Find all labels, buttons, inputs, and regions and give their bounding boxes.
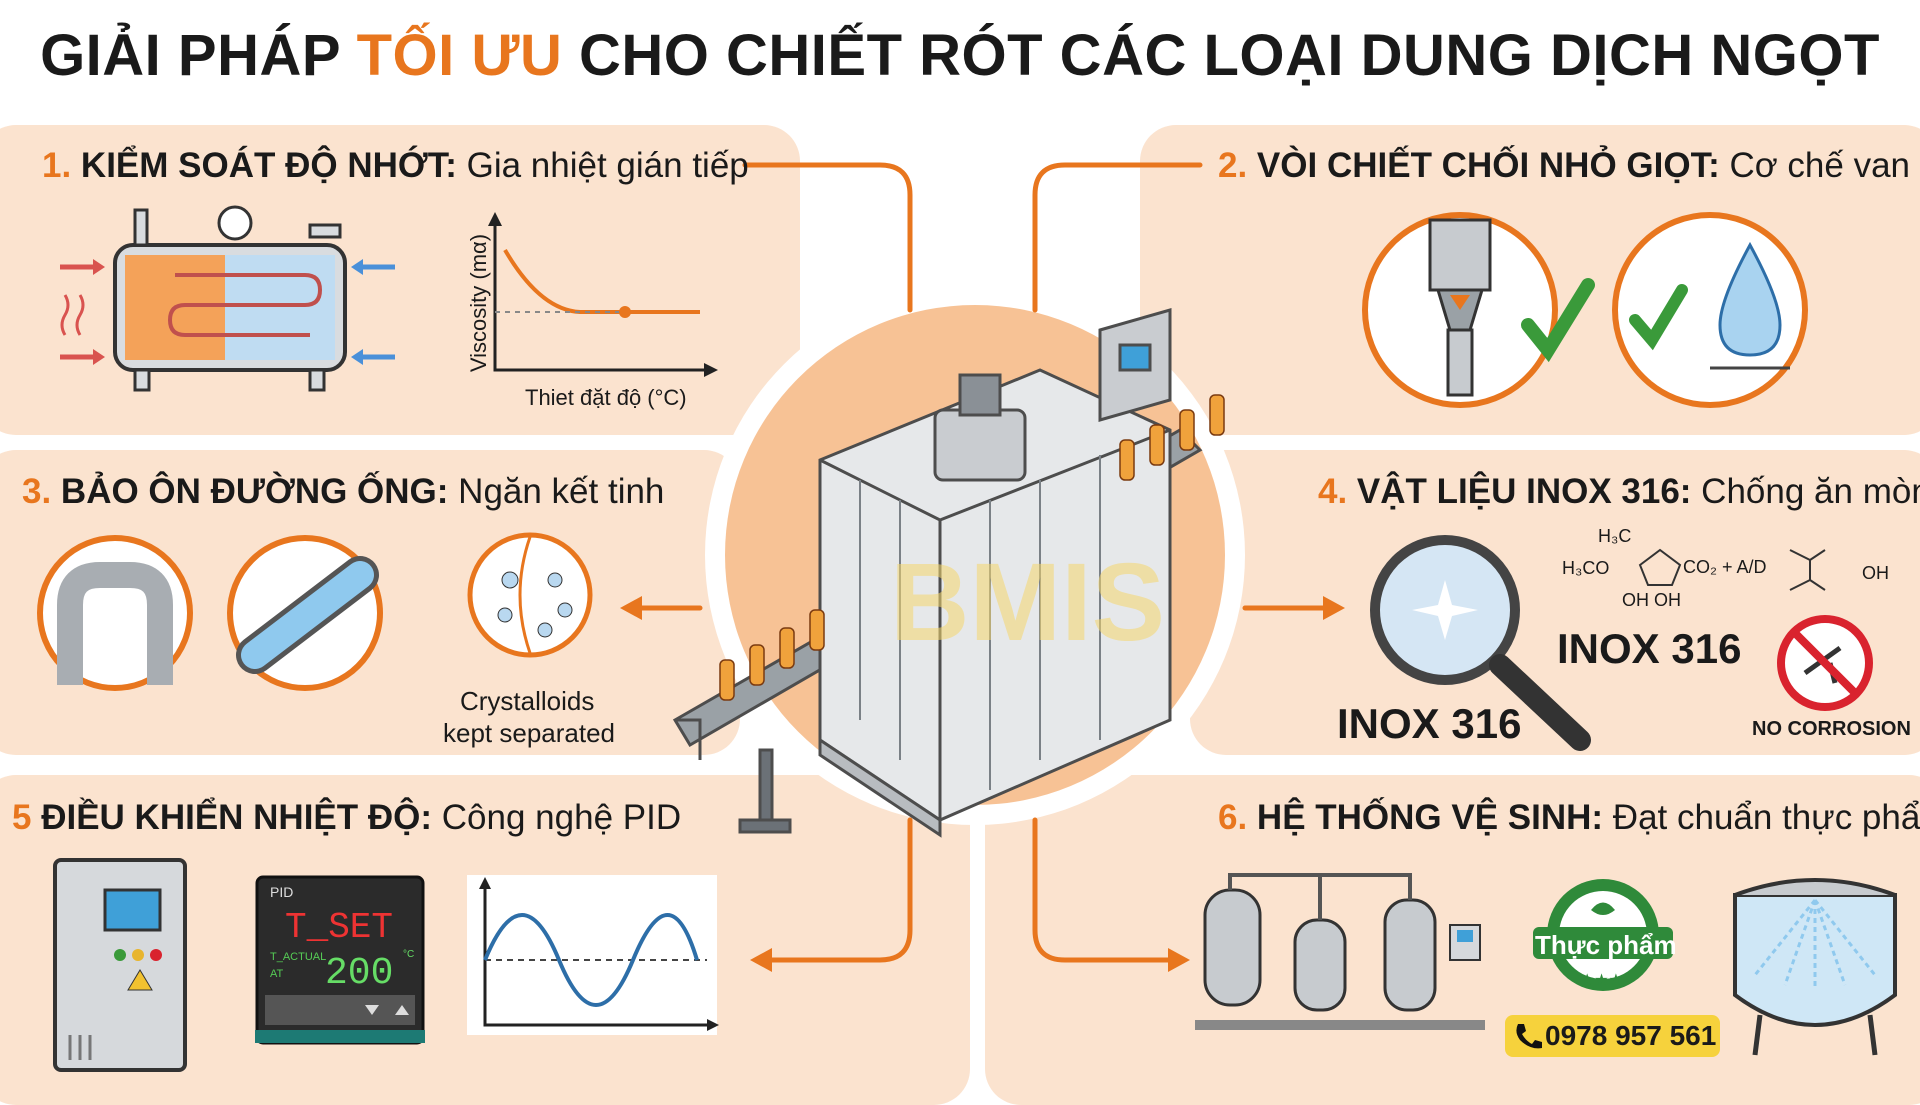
nozzle-icon [1362,212,1808,408]
arrow-6 [1168,948,1190,972]
no-corrosion-label: NO CORROSION [1752,718,1911,740]
heat-exchanger-icon [60,205,395,392]
phone-icon [1516,1024,1542,1049]
crystalloids-caption-2: kept separated [443,718,616,748]
formula-structure [1638,548,1826,591]
section-3-title: 3. BẢO ÔN ĐƯỜNG ỐNG: Ngăn kết tinh [22,472,665,511]
pid-set: T_SET [285,907,393,948]
checkmark-icon [1521,278,1595,363]
formula-right: OH [1862,563,1889,583]
section-6-title: 6. HỆ THỐNG VỆ SINH: Đạt chuẩn thực phẩm [1218,798,1920,837]
connector-1 [742,162,913,313]
arrow-3 [620,596,642,620]
section-1-title: 1. KIỂM SOÁT ĐỘ NHỚT: Gia nhiệt gián tiế… [42,146,749,185]
pid-unit: °C [403,949,414,960]
phone-badge[interactable] [1505,1015,1720,1057]
pid-controller-icon: PID T_SET T_ACTUAL AT 200 °C [255,875,425,1045]
connector-5 [767,817,913,963]
sine-wave-icon [467,875,719,1035]
control-cabinet-icon [53,858,187,1072]
formula-left: H₃CO [1562,558,1610,578]
pid-label: PID [270,884,293,900]
pid-value: 200 [325,952,393,995]
section-5-title: 5 ĐIỀU KHIỂN NHIỆT ĐỘ: Công nghệ PID [12,798,682,837]
arrow-5 [750,948,772,972]
pipe-icon [37,532,593,691]
section-4-title: 4. VẬT LIỆU INOX 316: Chống ăn mòn [1318,472,1920,511]
no-corrosion-icon [1777,615,1873,711]
spray-tank-icon [1733,878,1897,1056]
connector-2 [1032,162,1203,313]
food-badge-stars: ★★★ [1580,972,1624,989]
viscosity-ylabel: Viscosity (mα) [466,233,492,373]
formula-oh: OH OH [1622,590,1682,610]
magnifier-icon [1370,535,1591,751]
arrow-4 [1323,596,1345,620]
formula-top: H₃C [1598,526,1632,546]
cip-system-icon [1195,873,1485,1030]
pid-actual-label: T_ACTUAL [270,951,326,963]
water-drop-icon [1718,241,1782,357]
filling-machine-icon: BMIS [672,308,1225,838]
crystalloids-caption-1: Crystalloids [460,686,595,716]
watermark: BMIS [890,541,1165,664]
section-2-title: 2. VÒI CHIẾT CHỐI NHỎ GIỌT: Cơ chế van [1218,146,1910,185]
viscosity-xlabel: Thiet đặt độ (°C) [525,385,687,410]
material-label-2: INOX 316 [1337,700,1522,747]
viscosity-chart-icon [488,212,718,377]
food-badge-label: Thực phẩm [1535,930,1677,960]
phone-number[interactable]: 0978 957 561 [1545,1020,1717,1051]
material-label-1: INOX 316 [1557,625,1742,672]
connector-6 [1032,817,1173,963]
page-title: GIẢI PHÁP TỐI ƯU CHO CHIẾT RÓT CÁC LOẠI … [40,23,1880,88]
bottles [719,394,1225,701]
pid-at: AT [270,968,284,980]
food-badge-icon [1533,879,1673,991]
formula-mid: CO₂ + A/D [1683,557,1767,577]
